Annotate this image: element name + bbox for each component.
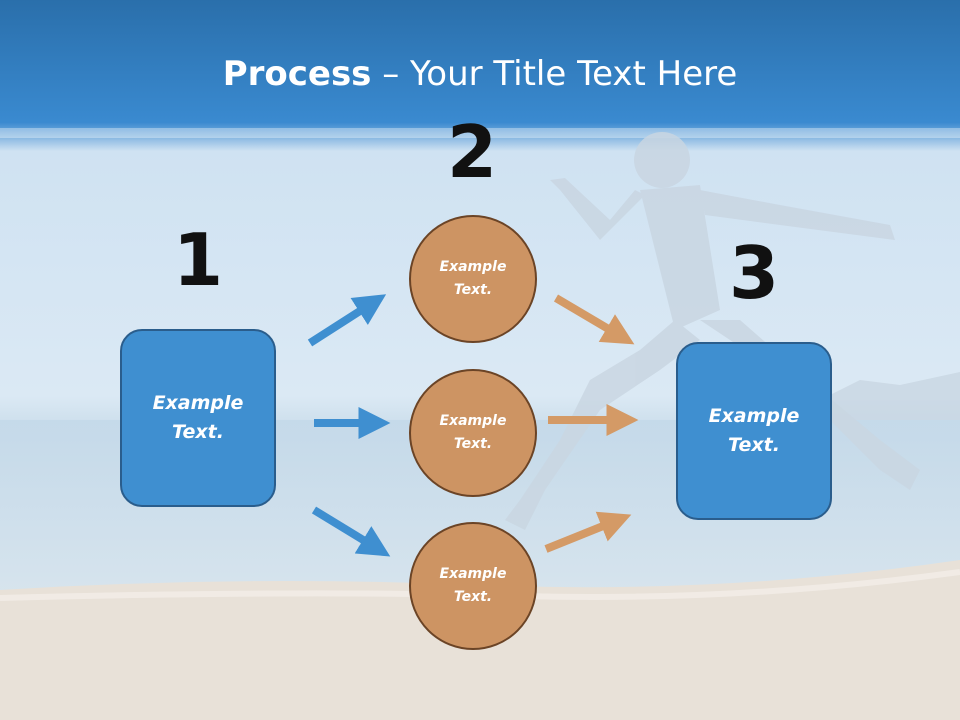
step-2-circle-middle[interactable]: Example Text. (409, 369, 537, 497)
step-1-box[interactable]: Example Text. (120, 329, 276, 507)
title-rest: – Your Title Text Here (371, 54, 738, 94)
circle-top-text-line1: Example (439, 259, 507, 275)
arrow-blue-down (311, 506, 391, 557)
step-2-circle-bottom[interactable]: Example Text. (409, 522, 537, 650)
slide-title: Process – Your Title Text Here (0, 52, 960, 96)
step-3-text-line2: Text. (728, 434, 780, 456)
step-number-3: 3 (728, 231, 780, 315)
step-number-2: 2 (446, 110, 498, 194)
step-1-text-line2: Text. (172, 421, 224, 443)
arrow-tan-up (544, 511, 632, 553)
arrow-tan-down (553, 294, 635, 345)
circle-bottom-text-line1: Example (439, 566, 507, 582)
circle-middle-text-line1: Example (439, 413, 507, 429)
circle-top-text-line2: Text. (453, 282, 493, 298)
circle-middle-text-line2: Text. (453, 436, 493, 452)
step-2-circle-top[interactable]: Example Text. (409, 215, 537, 343)
arrow-blue-up (307, 294, 387, 347)
title-bold: Process (222, 54, 372, 94)
step-1-text-line1: Example (152, 392, 244, 414)
step-3-text-line1: Example (708, 405, 800, 427)
step-number-1: 1 (172, 218, 224, 302)
runner-silhouette (505, 132, 920, 530)
circle-bottom-text-line2: Text. (453, 589, 493, 605)
step-3-box[interactable]: Example Text. (676, 342, 832, 520)
